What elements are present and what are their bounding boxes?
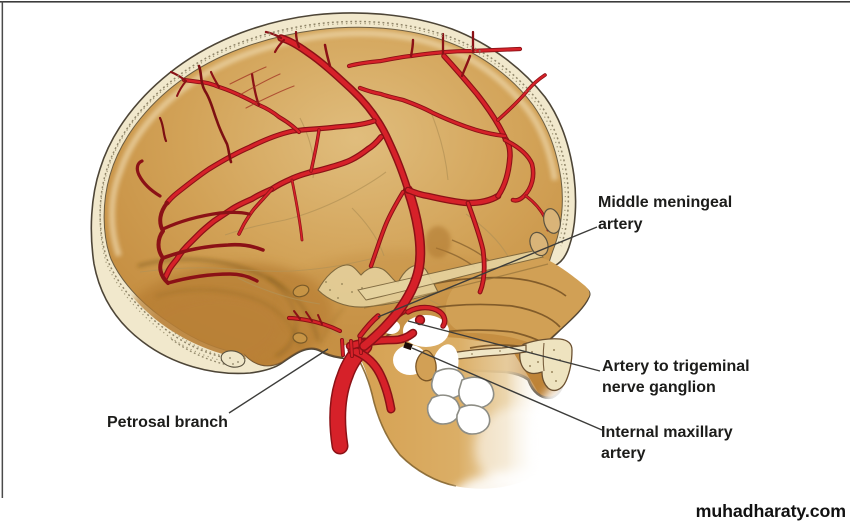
svg-text:Internal maxillary: Internal maxillary xyxy=(601,424,733,441)
svg-text:Petrosal branch: Petrosal branch xyxy=(107,414,228,431)
svg-text:nerve ganglion: nerve ganglion xyxy=(602,379,716,396)
svg-text:artery: artery xyxy=(601,445,646,462)
svg-text:artery: artery xyxy=(598,216,643,233)
svg-text:Middle meningeal: Middle meningeal xyxy=(598,194,732,211)
svg-text:Artery to trigeminal: Artery to trigeminal xyxy=(602,358,750,375)
svg-text:muhadharaty.com: muhadharaty.com xyxy=(696,501,846,521)
